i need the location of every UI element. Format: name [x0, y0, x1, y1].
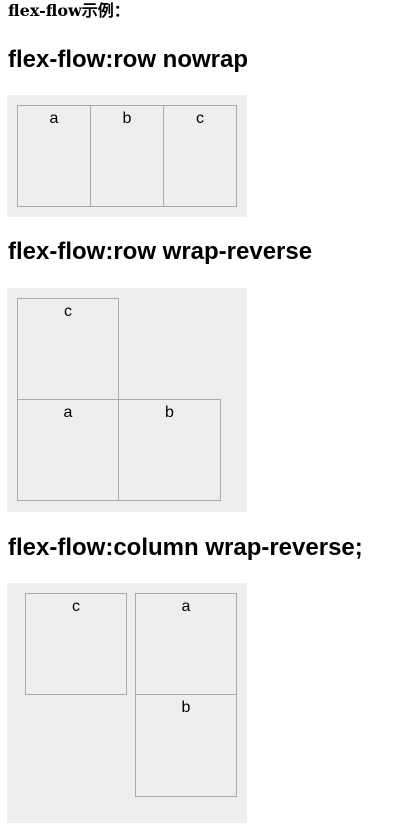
- section-heading-row-nowrap: flex-flow:row nowrap: [8, 46, 248, 73]
- flex-container-row-wrap-reverse: c a b: [7, 288, 247, 512]
- page-title: flex-flow示例：: [8, 1, 130, 20]
- flex-item-c: c: [25, 593, 127, 695]
- flex-item-b: b: [90, 105, 164, 207]
- flex-item-b: b: [135, 694, 237, 797]
- section-heading-row-wrap-reverse: flex-flow:row wrap-reverse: [8, 238, 313, 265]
- flex-item-c: c: [163, 105, 237, 207]
- flex-item-c: c: [17, 298, 119, 400]
- flex-item-a: a: [17, 105, 91, 207]
- flex-item-a: a: [135, 593, 237, 695]
- flex-item-b: b: [118, 399, 221, 501]
- section-heading-column-wrap-reverse: flex-flow:column wrap-reverse;: [8, 534, 363, 561]
- flex-item-a: a: [17, 399, 119, 501]
- flex-container-row-nowrap: a b c: [7, 95, 247, 217]
- flex-container-column-wrap-reverse: c a b: [7, 583, 247, 823]
